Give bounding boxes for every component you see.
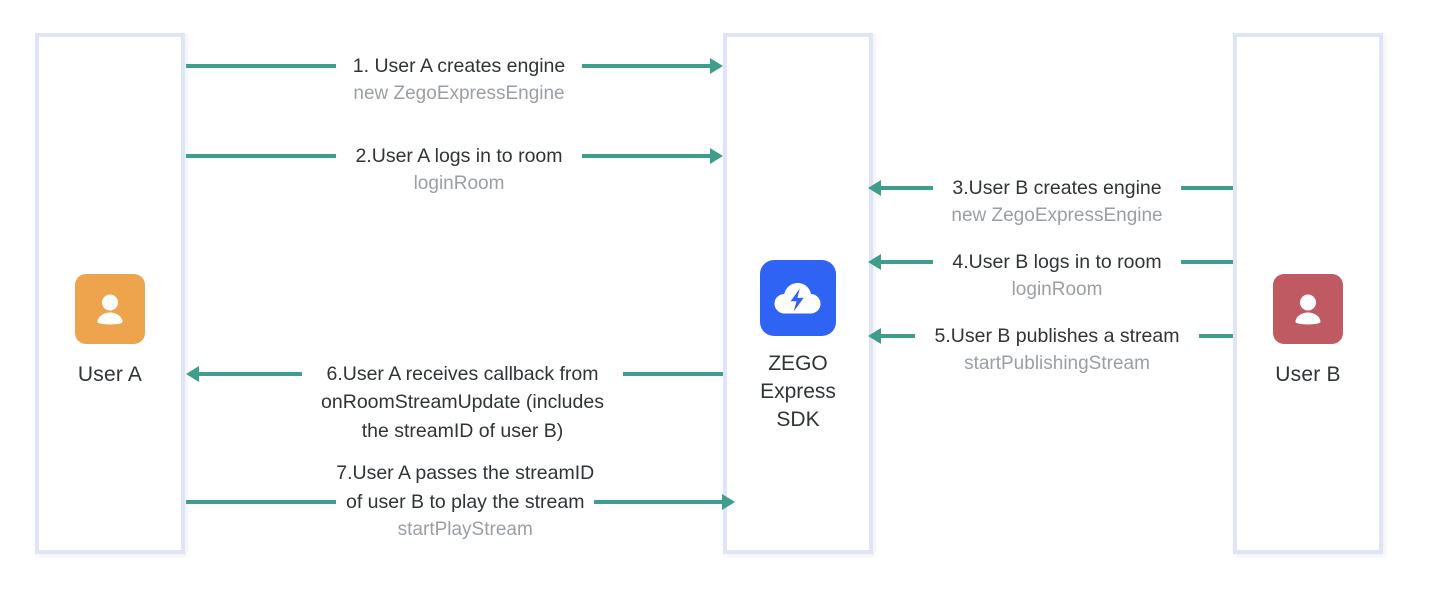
arrow-head-right-icon — [710, 148, 723, 164]
arrow-head-left-icon — [868, 180, 881, 196]
flow-line-right — [1181, 186, 1233, 190]
flow-step-3-sublabel: new ZegoExpressEngine — [951, 205, 1163, 227]
user-b-caption: User B — [1275, 363, 1341, 386]
user-b-node: User B — [1237, 274, 1379, 389]
flow-step-6-label-line-1: 6.User A receives callback from — [316, 359, 609, 389]
flow-line-right — [582, 154, 710, 158]
sdk-node: ZEGO Express SDK — [727, 260, 869, 434]
flow-step-5-label: 5.User B publishes a stream — [924, 321, 1190, 351]
lane-user-b: User B — [1233, 33, 1383, 554]
sdk-caption-line-2: Express — [760, 379, 836, 403]
arrow-head-left-icon — [868, 254, 881, 270]
user-a-node: User A — [39, 274, 181, 389]
user-a-caption: User A — [77, 363, 143, 386]
flow-step-6-label-line-3: the streamID of user B) — [361, 419, 564, 442]
flow-step-6-label-line-2: onRoomStreamUpdate (includes — [321, 391, 604, 414]
flow-step-2-label: 2.User A logs in to room — [345, 141, 573, 171]
flow-step-5-labels: 5.User B publishes a stream startPublish… — [915, 321, 1199, 374]
flow-step-4-sublabel: loginRoom — [1011, 279, 1103, 301]
flow-step-6-extra-lines: onRoomStreamUpdate (includes the streamI… — [321, 388, 604, 445]
flow-step-3-labels: 3.User B creates engine new ZegoExpressE… — [933, 173, 1181, 226]
flow-line-left — [199, 372, 302, 376]
arrow-head-left-icon — [868, 328, 881, 344]
flow-step-1-labels: 1. User A creates engine new ZegoExpress… — [336, 51, 582, 104]
sdk-caption: ZEGO Express SDK — [760, 350, 836, 434]
flow-step-6-labels: 6.User A receives callback from onRoomSt… — [302, 359, 623, 442]
sdk-caption-line-1: ZEGO — [768, 352, 828, 375]
flow-line-left — [186, 500, 336, 504]
lane-zego-express-sdk: ZEGO Express SDK — [723, 33, 873, 554]
flow-step-7-sublabel: startPlayStream — [397, 519, 533, 541]
flow-line-left — [881, 186, 933, 190]
flow-line-left — [881, 260, 933, 264]
arrow-head-right-icon — [722, 494, 736, 510]
person-icon — [75, 274, 145, 344]
flow-step-7-label-line-2: of user B to play the stream — [336, 487, 595, 517]
flow-step-4-label: 4.User B logs in to room — [942, 247, 1172, 277]
flow-line-right — [1181, 260, 1233, 264]
flow-line-left — [881, 334, 915, 338]
flow-step-2-labels: 2.User A logs in to room loginRoom — [336, 141, 582, 194]
arrow-head-right-icon — [710, 58, 723, 74]
arrow-head-left-icon — [186, 366, 199, 382]
flow-line-right — [594, 500, 723, 504]
person-icon — [1273, 274, 1343, 344]
flow-step-5-sublabel: startPublishingStream — [964, 353, 1150, 375]
flow-line-right — [1199, 334, 1233, 338]
flow-step-1-sublabel: new ZegoExpressEngine — [353, 83, 565, 105]
flow-step-2-sublabel: loginRoom — [413, 173, 505, 195]
flow-step-1-label: 1. User A creates engine — [342, 51, 576, 81]
flow-step-7-label-line-1: 7.User A passes the streamID — [336, 462, 595, 485]
flow-line-left — [186, 64, 336, 68]
flow-line-left — [186, 154, 336, 158]
flow-line-right — [582, 64, 710, 68]
flow-step-3-label: 3.User B creates engine — [942, 173, 1172, 203]
flow-step-4-labels: 4.User B logs in to room loginRoom — [933, 247, 1181, 300]
sdk-caption-line-3: SDK — [776, 407, 820, 431]
cloud-lightning-icon — [760, 260, 836, 336]
flow-step-7-labels: 7.User A passes the streamID of user B t… — [336, 462, 595, 540]
flow-line-right — [623, 372, 723, 376]
lane-user-a: User A — [35, 33, 185, 554]
